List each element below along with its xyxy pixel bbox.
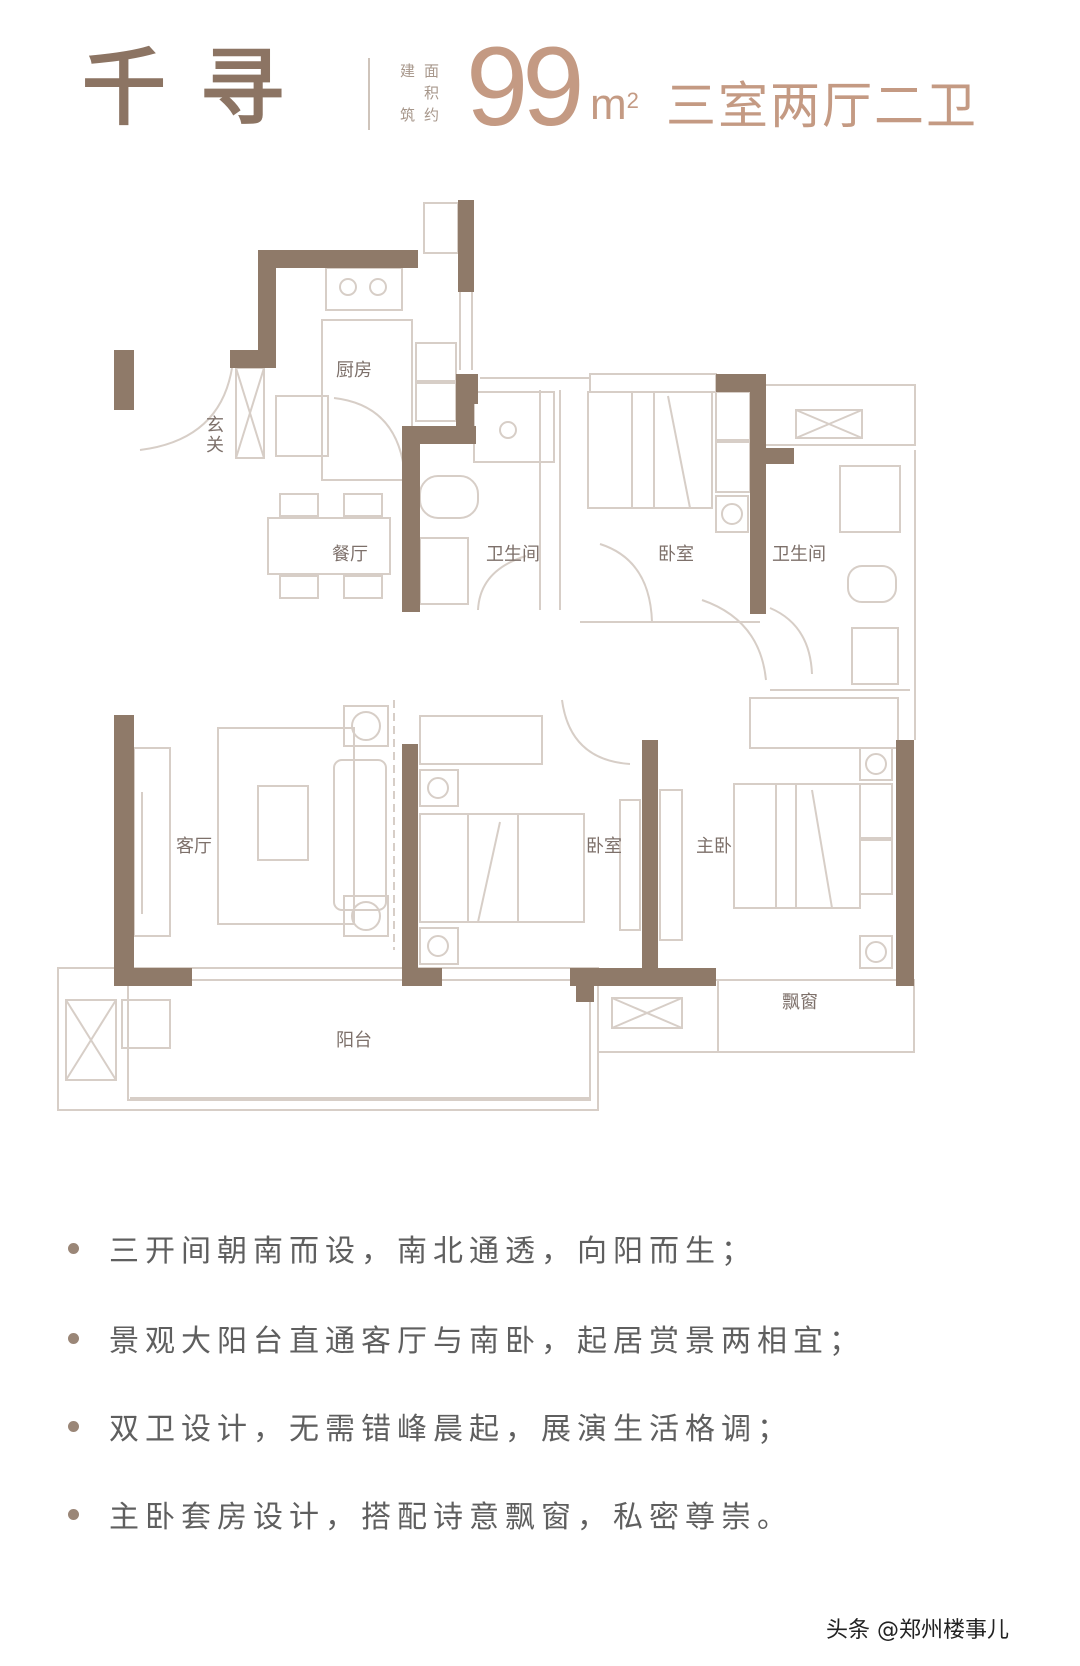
area-unit: m2: [590, 80, 639, 130]
feature-item: 景观大阳台直通客厅与南卧，起居赏景两相宜；: [68, 1316, 1048, 1360]
area-label-char: 建: [400, 62, 416, 80]
bullet-icon: [68, 1421, 79, 1432]
area-label: 建面 积 筑约: [400, 60, 460, 126]
area-label-char: 积: [424, 84, 440, 102]
room-label-master: 主卧: [696, 836, 732, 857]
feature-text: 双卫设计，无需错峰晨起，展演生活格调；: [109, 1412, 793, 1447]
feature-item: 主卧套房设计，搭配诗意飘窗，私密尊崇。: [68, 1492, 1048, 1536]
room-label-living: 客厅: [176, 836, 212, 857]
room-label-bath1: 卫生间: [486, 544, 540, 565]
unit-sup: 2: [626, 88, 639, 113]
watermark: 头条 @郑州楼事儿: [826, 1612, 1009, 1644]
bullet-icon: [68, 1333, 79, 1344]
area-label-char: 约: [424, 106, 440, 124]
feature-item: 三开间朝南而设，南北通透，向阳而生；: [68, 1226, 1048, 1270]
room-label-bedroom-north: 卧室: [658, 544, 694, 565]
room-label-balcony: 阳台: [336, 1030, 372, 1051]
feature-text: 景观大阳台直通客厅与南卧，起居赏景两相宜；: [109, 1324, 865, 1359]
project-name: 千寻: [82, 39, 319, 137]
room-label-bath2: 卫生间: [772, 544, 826, 565]
layout-type: 三室两厅二卫: [666, 77, 978, 135]
floor-plan-drawing: [57, 200, 916, 1111]
unit-m: m: [590, 80, 627, 129]
floor-plan: 厨房 玄关 餐厅 卫生间 卧室 卫生间 客厅 卧室 主卧 飘窗 阳台: [0, 180, 1080, 1190]
room-label-dining: 餐厅: [332, 544, 368, 565]
bullet-icon: [68, 1243, 79, 1254]
room-label-bedroom-south: 卧室: [586, 836, 622, 857]
header-divider: [368, 58, 370, 130]
feature-item: 双卫设计，无需错峰晨起，展演生活格调；: [68, 1404, 1048, 1448]
room-label-kitchen: 厨房: [336, 360, 372, 381]
room-label-bay-window: 飘窗: [782, 992, 818, 1013]
room-label-entrance: 玄关: [206, 415, 224, 456]
area-label-char: 筑: [400, 106, 416, 124]
feature-text: 三开间朝南而设，南北通透，向阳而生；: [109, 1234, 757, 1269]
header: 千寻 建面 积 筑约 99 m2 三室两厅二卫: [0, 0, 1080, 170]
area-value: 99: [466, 24, 585, 149]
area-label-char: 面: [424, 62, 440, 80]
feature-text: 主卧套房设计，搭配诗意飘窗，私密尊崇。: [109, 1500, 793, 1535]
bullet-icon: [68, 1509, 79, 1520]
